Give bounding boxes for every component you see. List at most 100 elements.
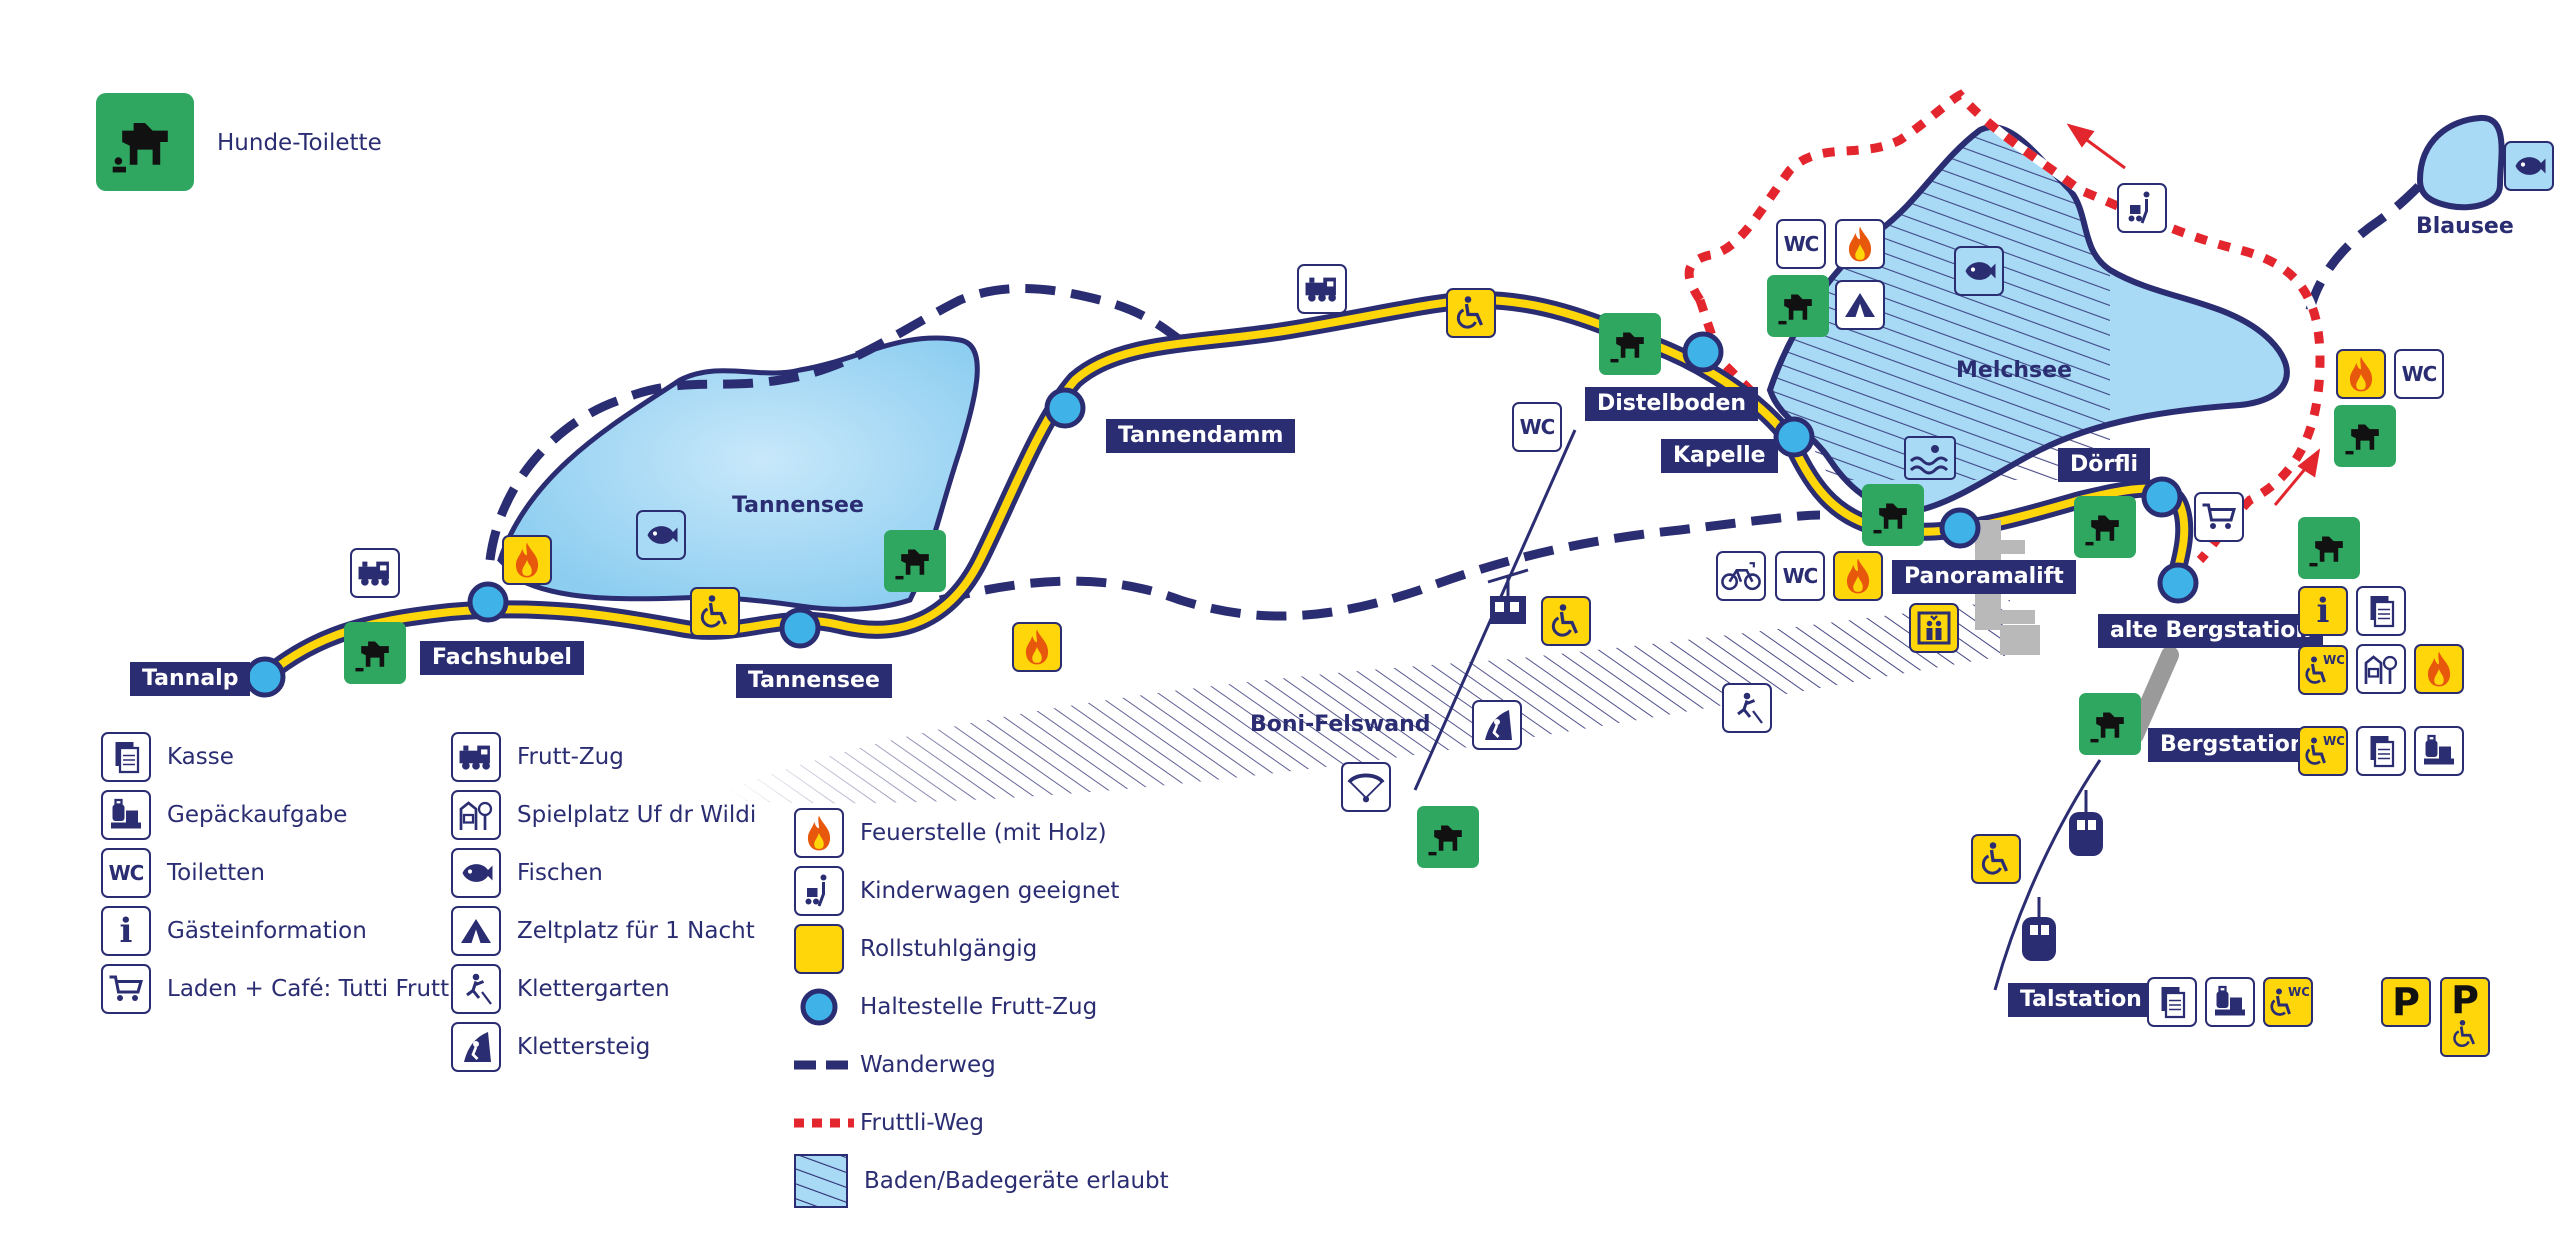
shop-cart-icon	[2194, 492, 2244, 542]
accessible-parking-icon: P	[2440, 977, 2490, 1057]
fish-icon	[636, 510, 686, 560]
train-icon	[1297, 264, 1347, 314]
svg-text:WC: WC	[2323, 653, 2344, 667]
stop-doerfli	[2141, 476, 2183, 518]
dog-toilet-icon	[2334, 405, 2396, 467]
legend-item-klettersteig: Klettersteig	[451, 1020, 650, 1074]
station-label-tannensee: Tannensee	[736, 664, 892, 698]
lake-name-tannensee: Tannensee	[732, 493, 864, 518]
station-label-panoramalift: Panoramalift	[1892, 560, 2076, 594]
climbing-icon	[1722, 683, 1772, 733]
svg-text:WC: WC	[2323, 734, 2344, 748]
cable-car-icon	[1487, 568, 1529, 624]
blausee-lake-shape	[2416, 115, 2505, 211]
cash-desk-icon	[2356, 586, 2406, 636]
fire-icon	[502, 535, 552, 585]
dog-toilet-icon	[2079, 693, 2141, 755]
fruttli-direction-arrows	[2066, 123, 2321, 506]
legend-item-toiletten: WC Toiletten	[101, 846, 265, 900]
dog-toilet-icon	[1599, 313, 1661, 375]
dog-toilet-legend-label: Hunde-Toilette	[217, 130, 382, 156]
stop-distelboden	[1682, 331, 1724, 373]
parking-icon: P	[2381, 977, 2431, 1027]
fire-icon	[794, 808, 844, 858]
fish-icon	[451, 848, 501, 898]
dog-toilet-icon	[96, 93, 194, 191]
station-label-bergstation: Bergstation	[2148, 728, 2318, 762]
wc-icon: WC	[1512, 402, 1562, 452]
paraglider-icon	[1341, 762, 1391, 812]
luggage-icon	[2205, 977, 2255, 1027]
station-label-kapelle: Kapelle	[1661, 439, 1778, 473]
info-icon: i	[2298, 586, 2348, 636]
dog-toilet-icon	[884, 530, 946, 592]
legend-item-feuerstelle: Feuerstelle (mit Holz)	[794, 806, 1107, 860]
legend-item-klettergarten: Klettergarten	[451, 962, 670, 1016]
info-icon: i	[101, 906, 151, 956]
legend-item-frutt-zug: Frutt-Zug	[451, 730, 624, 784]
bathing-area-swatch	[794, 1154, 848, 1208]
playground-icon	[2356, 644, 2406, 694]
stop-tannendamm	[1044, 387, 1086, 429]
tent-icon	[451, 906, 501, 956]
train-stop-swatch	[794, 980, 844, 1034]
legend-item-zeltplatz: Zeltplatz für 1 Nacht	[451, 904, 755, 958]
station-label-distelboden: Distelboden	[1585, 387, 1759, 421]
stop-kapelle	[1773, 416, 1815, 458]
wc-icon: WC	[101, 848, 151, 898]
fire-icon	[1835, 219, 1885, 269]
boni-felswand-rock-area	[730, 600, 2010, 804]
legend-item-kasse: Kasse	[101, 730, 234, 784]
climbing-icon	[451, 964, 501, 1014]
wheelchair-icon	[1971, 834, 2021, 884]
dog-toilet-icon	[1767, 275, 1829, 337]
dog-toilet-icon	[344, 622, 406, 684]
legend-item-wanderweg: Wanderweg	[794, 1038, 996, 1092]
fish-icon	[2504, 141, 2554, 191]
via-ferrata-icon	[1472, 700, 1522, 750]
fish-icon	[1954, 246, 2004, 296]
luggage-icon	[101, 790, 151, 840]
lake-name-melchsee: Melchsee	[1956, 358, 2072, 383]
train-stops	[244, 331, 2199, 698]
hiking-trail-swatch	[794, 1038, 854, 1092]
stop-alte-bergstation	[2157, 562, 2199, 604]
station-label-doerfli: Dörfli	[2058, 448, 2151, 482]
legend-item-baden: Baden/Badegeräte erlaubt	[794, 1154, 1169, 1208]
gondola-icon	[2022, 790, 2103, 961]
wc-icon: WC	[1776, 219, 1826, 269]
legend-item-spielplatz: Spielplatz Uf dr Wildi	[451, 788, 756, 842]
svg-text:WC: WC	[2288, 985, 2309, 999]
stop-tannensee	[779, 607, 821, 649]
legend-item-rollstuhl: Rollstuhlgängig	[794, 922, 1037, 976]
station-label-tannendamm: Tannendamm	[1106, 419, 1296, 453]
wheelchair-icon	[1541, 596, 1591, 646]
station-label-tannalp: Tannalp	[130, 662, 251, 696]
place-name-boni-felswand: Boni-Felswand	[1250, 712, 1431, 737]
cash-desk-icon	[101, 732, 151, 782]
fire-icon	[1012, 622, 1062, 672]
legend-item-fischen: Fischen	[451, 846, 603, 900]
via-ferrata-icon	[451, 1022, 501, 1072]
fire-icon	[1833, 551, 1883, 601]
playground-icon	[451, 790, 501, 840]
cash-desk-icon	[2356, 726, 2406, 776]
station-label-fachshubel: Fachshubel	[420, 641, 584, 675]
legend-item-laden: Laden + Café: Tutti Frutt	[101, 962, 449, 1016]
dog-toilet-icon	[2074, 496, 2136, 558]
stop-tannalp	[244, 656, 286, 698]
legend-item-haltestelle: Haltestelle Frutt-Zug	[794, 980, 1097, 1034]
legend-item-info: i Gästeinformation	[101, 904, 367, 958]
tent-icon	[1835, 280, 1885, 330]
legend-item-gepaeck: Gepäckaufgabe	[101, 788, 347, 842]
fire-icon	[2414, 644, 2464, 694]
train-icon	[350, 548, 400, 598]
wheelchair-icon	[690, 587, 740, 637]
station-label-alte-bergstation: alte Bergstation	[2098, 614, 2324, 648]
train-icon	[451, 732, 501, 782]
stop-panoramalift	[1939, 507, 1981, 549]
wheelchair-swatch	[794, 924, 844, 974]
luggage-icon	[2414, 726, 2464, 776]
wc-icon: WC	[2394, 349, 2444, 399]
